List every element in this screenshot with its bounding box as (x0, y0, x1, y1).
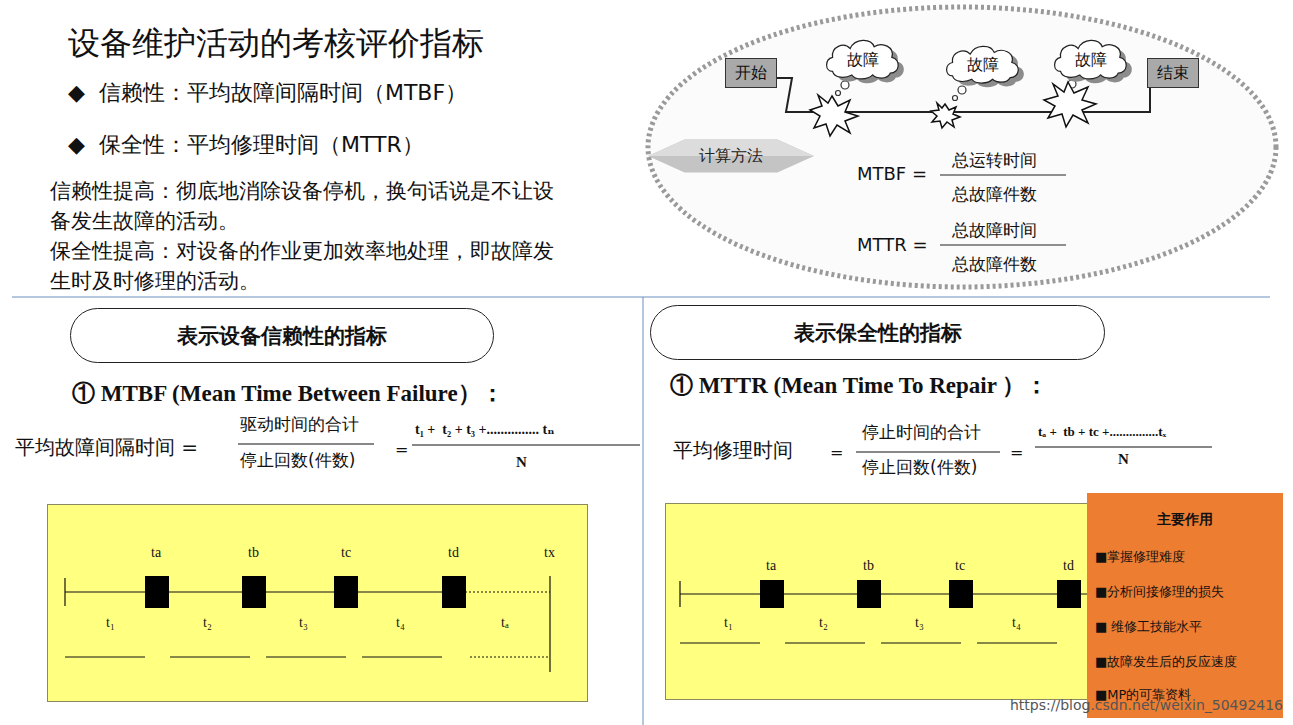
label-text: 停止时间的合计 (862, 421, 981, 444)
node-text: 结束 (1157, 63, 1189, 84)
node-text: 开始 (735, 63, 767, 84)
node-text: tb (248, 545, 259, 561)
node-text: td (448, 545, 459, 561)
stop-block (760, 580, 1081, 608)
node-text: ■分析间接修理的损失 (1095, 583, 1224, 601)
label-text: 平均修理时间 (673, 437, 793, 464)
mtbf-timeline (65, 576, 550, 672)
node-text: t₃ (915, 615, 924, 631)
label-text: ◆ 保全性：平均修理时间（MTTR） (68, 130, 424, 160)
node-text: MTTR = (857, 234, 928, 255)
label-text: 信赖性提高：彻底地消除设备停机，换句话说是不让设备发生故障的活动。 (50, 176, 565, 236)
fraction-line (940, 174, 1066, 175)
node-text: t₁ (724, 615, 733, 631)
method-diamond: 计算方法 (648, 138, 814, 174)
failure-cloud: 故障 (1051, 38, 1131, 82)
node-text: tc (955, 558, 965, 574)
fraction-line (238, 443, 374, 444)
divider (12, 297, 1270, 298)
node-text: 表示保全性的指标 (794, 319, 962, 347)
end-box: 结束 (1147, 58, 1199, 88)
page-title: 设备维护活动的考核评价指标 (68, 22, 484, 66)
node-text: 总故障件数 (952, 183, 1037, 206)
node-text: td (1063, 558, 1074, 574)
node-text: 计算方法 (699, 146, 763, 167)
node-text: 主要作用 (1087, 511, 1283, 529)
node-text: t₄ (1012, 615, 1021, 631)
node-text: ■ 维修工技能水平 (1095, 618, 1202, 636)
label-text: N (516, 454, 527, 471)
label-text: ◆ 信赖性：平均故障间隔时间（MTBF） (68, 78, 467, 108)
node-text: ■掌握修理难度 (1095, 548, 1185, 566)
index-title-box: 表示设备信赖性的指标 (70, 308, 494, 363)
fraction-line (940, 244, 1066, 245)
node-text: tx (544, 545, 555, 561)
node-text: t₄ (396, 615, 405, 631)
bubbles (836, 80, 1077, 101)
node-text: tc (341, 545, 351, 561)
node-text: MTBF = (857, 163, 927, 184)
start-box: 开始 (725, 58, 777, 88)
node-text: t₂ (819, 615, 828, 631)
label-text: = (395, 440, 408, 459)
label-text: = (1010, 443, 1023, 462)
label-text: 停止回数(件数) (240, 449, 355, 472)
label-text: tₐ + tb + tc +...............tₓ (1038, 424, 1166, 440)
mtbf-timeline-panel: ta tb tc td tx t₁ t₂ t₃ t₄ tₐ (47, 504, 588, 702)
node-text: 故障 (967, 55, 999, 76)
fraction-line (856, 451, 1000, 452)
node-text: t₂ (203, 615, 212, 631)
node-text: tb (863, 558, 874, 574)
node-text: ■故障发生后的反应速度 (1095, 653, 1237, 671)
mttr-timeline-panel: ta tb tc td t₁ t₂ t₃ t₄ (665, 503, 1110, 700)
stop-block (145, 576, 466, 608)
label-text: 停止回数(件数) (862, 456, 977, 479)
index-title-box: 表示保全性的指标 (650, 305, 1105, 360)
label-text: 驱动时间的合计 (240, 413, 359, 436)
label-text: t₁ + t₂ + t₃ +............... tₙ (415, 421, 554, 438)
main-role-box: 主要作用 ■掌握修理难度 ■分析间接修理的损失 ■ 维修工技能水平 ■故障发生后的反应速… (1087, 493, 1283, 718)
node-text: ta (151, 545, 161, 561)
label-text: N (1118, 451, 1129, 468)
node-text: 表示设备信赖性的指标 (177, 322, 387, 350)
node-text: 故障 (847, 50, 879, 71)
watermark: https://blog.csdn.net/weixin_50492416 (1010, 697, 1283, 713)
node-text: 总故障件数 (952, 253, 1037, 276)
node-text: 故障 (1075, 50, 1107, 71)
failure-cloud: 故障 (943, 44, 1023, 86)
node-text: 总故障时间 (952, 219, 1037, 242)
fraction-line (1035, 446, 1212, 447)
label-text: ① MTBF (Mean Time Between Failure）： (72, 378, 504, 409)
label-text: 平均故障间隔时间 = (15, 434, 198, 461)
node-text: tₐ (501, 615, 509, 631)
dotted-ellipse (648, 7, 1276, 287)
node-text: 总运转时间 (952, 149, 1037, 172)
label-text: ① MTTR (Mean Time To Repair ）： (670, 370, 1048, 401)
label-text: 保全性提高：对设备的作业更加效率地处理，即故障发生时及时修理的活动。 (50, 236, 565, 296)
node-text: t₁ (106, 615, 115, 631)
calc-ellipse: MTBF =总运转时间总故障件数MTTR =总故障时间总故障件数开始故障故障故障… (643, 3, 1283, 291)
yellow-panel (665, 503, 1110, 700)
failure-cloud: 故障 (823, 38, 903, 82)
label-text: = (830, 443, 843, 462)
divider (643, 297, 644, 725)
failure-burst (810, 82, 1096, 136)
mttr-timeline (680, 581, 1110, 643)
node-text: t₃ (299, 615, 308, 631)
fraction-line (412, 444, 640, 445)
yellow-panel (47, 504, 588, 702)
node-text: ta (766, 558, 776, 574)
